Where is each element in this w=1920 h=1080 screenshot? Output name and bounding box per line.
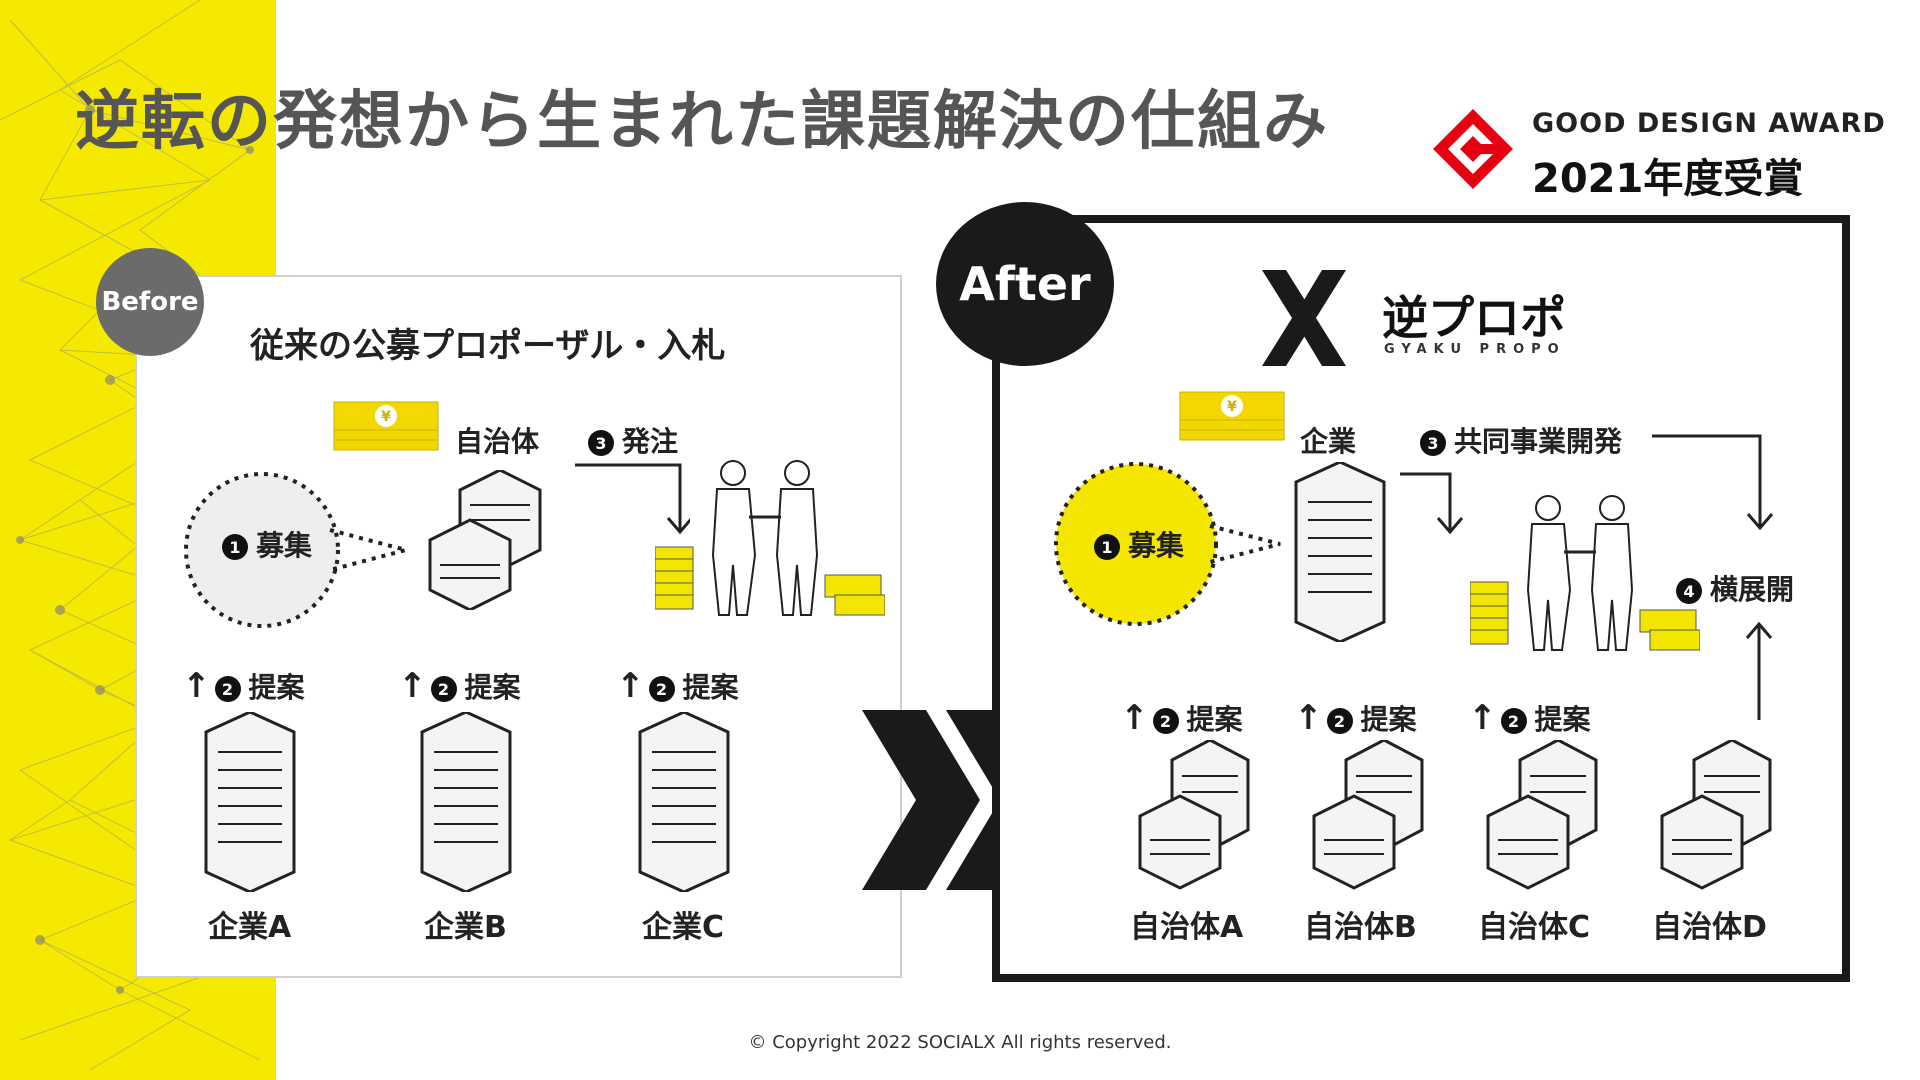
municipality-building-icon bbox=[1660, 740, 1772, 890]
logo-main-text: 逆プロポ bbox=[1382, 291, 1566, 345]
step-2-badge: 2 bbox=[1326, 708, 1353, 734]
municipality-building-icon bbox=[1312, 740, 1424, 890]
proposal-label: 提案 bbox=[682, 671, 739, 704]
step-2-badge: 2 bbox=[214, 676, 241, 702]
yen-symbol: ¥ bbox=[1227, 399, 1237, 415]
after-expansion: 4 横展開 bbox=[1676, 568, 1794, 608]
municipality-building-icon bbox=[428, 470, 542, 610]
municipality-building-icon bbox=[1486, 740, 1598, 890]
step-1-badge: 1 bbox=[1094, 534, 1120, 560]
handshake-icon bbox=[655, 460, 885, 616]
company-b-label: 企業B bbox=[424, 910, 507, 945]
after-joint-label: 共同事業開発 bbox=[1454, 425, 1623, 458]
page-title: 逆転の発想から生まれた課題解決の仕組み bbox=[75, 85, 1329, 159]
money-stack-icon: ¥ bbox=[333, 401, 439, 451]
proposal-label: 提案 bbox=[248, 671, 305, 704]
recruit-bubble-highlighted bbox=[1054, 462, 1281, 626]
step-1-badge: 1 bbox=[222, 534, 248, 560]
proposal-label: 提案 bbox=[1534, 703, 1591, 736]
award-line1: GOOD DESIGN AWARD bbox=[1532, 108, 1886, 139]
expand-up-arrow-icon bbox=[1745, 622, 1773, 720]
good-design-award: GOOD DESIGN AWARD 2021年度受賞 bbox=[1430, 104, 1885, 202]
before-order: 3 発注 bbox=[588, 420, 678, 460]
after-expand-label: 横展開 bbox=[1710, 573, 1795, 606]
company-building-icon bbox=[420, 712, 512, 892]
after-recruit: 1 募集 bbox=[1094, 524, 1184, 564]
before-recruit-label: 募集 bbox=[256, 529, 313, 562]
before-heading: 従来の公募プロポーザル・入札 bbox=[250, 326, 726, 366]
up-arrow-icon: ↑ bbox=[1120, 698, 1149, 738]
municipality-a-label: 自治体A bbox=[1130, 910, 1244, 945]
after-joint-development: 3 共同事業開発 bbox=[1420, 420, 1622, 460]
up-arrow-icon: ↑ bbox=[182, 666, 211, 706]
step-2-badge: 2 bbox=[648, 676, 675, 702]
step-2-badge: 2 bbox=[1500, 708, 1527, 734]
municipality-b-label: 自治体B bbox=[1304, 910, 1417, 945]
g-mark-icon bbox=[1433, 109, 1513, 189]
municipality-c-label: 自治体C bbox=[1478, 910, 1591, 945]
logo-sub-text: GYAKU PROPO bbox=[1384, 342, 1566, 357]
joint-arrows-icon bbox=[1400, 434, 1774, 535]
step-3-badge: 3 bbox=[1420, 430, 1446, 456]
up-arrow-icon: ↑ bbox=[616, 666, 645, 706]
step-2-badge: 2 bbox=[1152, 708, 1179, 734]
before-proposal-a: ↑2 提案 bbox=[182, 666, 305, 706]
before-recruit: 1 募集 bbox=[222, 524, 312, 564]
proposal-label: 提案 bbox=[464, 671, 521, 704]
award-line2: 2021年度受賞 bbox=[1532, 156, 1804, 202]
before-issuer-label: 自治体 bbox=[455, 425, 540, 458]
handshake-icon bbox=[1470, 495, 1700, 651]
up-arrow-icon: ↑ bbox=[398, 666, 427, 706]
copyright-footer: © Copyright 2022 SOCIALX All rights rese… bbox=[748, 1032, 1172, 1053]
after-proposal-b: ↑2 提案 bbox=[1294, 698, 1417, 738]
money-stack-icon: ¥ bbox=[1179, 391, 1285, 441]
after-proposal-a: ↑2 提案 bbox=[1120, 698, 1243, 738]
yen-symbol: ¥ bbox=[381, 409, 391, 425]
step-2-badge: 2 bbox=[430, 676, 457, 702]
company-building-icon bbox=[638, 712, 730, 892]
municipality-building-icon bbox=[1138, 740, 1250, 890]
after-proposal-c: ↑2 提案 bbox=[1468, 698, 1591, 738]
before-proposal-c: ↑2 提案 bbox=[616, 666, 739, 706]
proposal-label: 提案 bbox=[1186, 703, 1243, 736]
before-badge: Before bbox=[96, 248, 204, 356]
step-3-badge: 3 bbox=[588, 430, 614, 456]
before-proposal-b: ↑2 提案 bbox=[398, 666, 521, 706]
gyaku-propo-x-logo-icon bbox=[1262, 270, 1346, 366]
after-badge: After bbox=[936, 202, 1114, 366]
municipality-d-label: 自治体D bbox=[1652, 910, 1767, 945]
after-recruit-label: 募集 bbox=[1128, 529, 1185, 562]
proposal-label: 提案 bbox=[1360, 703, 1417, 736]
order-arrow-icon bbox=[575, 463, 690, 535]
recruit-bubble bbox=[184, 472, 414, 628]
after-issuer-label: 企業 bbox=[1300, 425, 1357, 458]
up-arrow-icon: ↑ bbox=[1294, 698, 1323, 738]
step-4-badge: 4 bbox=[1676, 578, 1702, 604]
company-building-icon bbox=[1294, 462, 1386, 642]
up-arrow-icon: ↑ bbox=[1468, 698, 1497, 738]
company-building-icon bbox=[204, 712, 296, 892]
before-order-label: 発注 bbox=[622, 425, 679, 458]
company-c-label: 企業C bbox=[642, 910, 725, 945]
company-a-label: 企業A bbox=[208, 910, 292, 945]
